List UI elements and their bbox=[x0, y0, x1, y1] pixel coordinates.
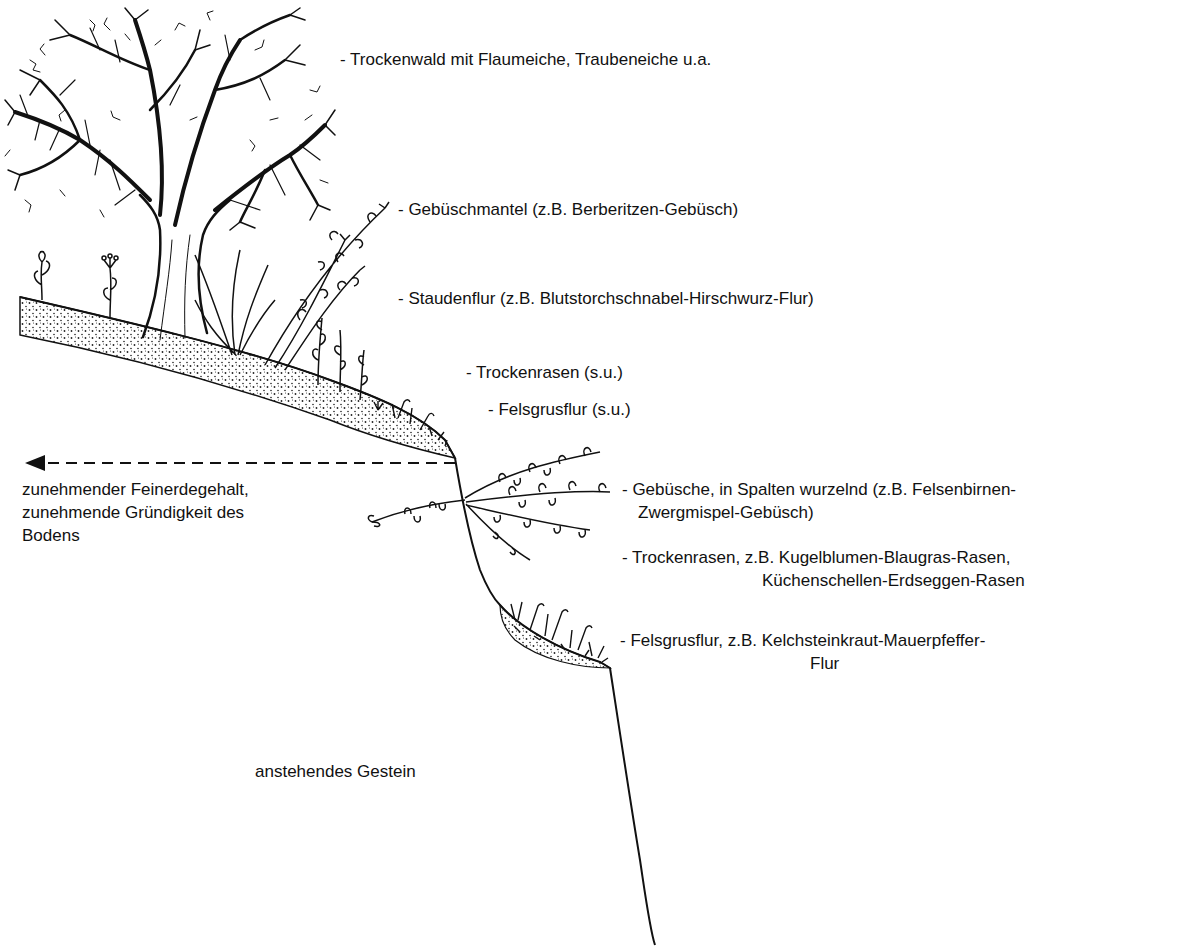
rock-pear-shrub bbox=[368, 448, 610, 560]
ledge-soil bbox=[500, 605, 610, 668]
rock-debris-label: - Felsgrusflur (s.u.) bbox=[488, 398, 631, 421]
oak-tree bbox=[5, 8, 335, 340]
forest-label: - Trockenwald mit Flaumeiche, Traubeneic… bbox=[340, 48, 711, 71]
grassland-label: - Trockenrasen, z.B. Kugelblumen-Blaugra… bbox=[622, 546, 1107, 592]
rock-debris-label: - Felsgrusflur, z.B. Kelchsteinkraut-Mau… bbox=[620, 629, 1010, 675]
herb-fringe-label: - Staudenflur (z.B. Blutstorchschnabel-H… bbox=[398, 287, 814, 310]
barberry-shrub bbox=[265, 202, 389, 400]
grassland-label: - Trockenrasen (s.u.) bbox=[466, 361, 623, 384]
herb-plants bbox=[35, 252, 118, 318]
crevice-shrub-label: - Gebüsche, in Spalten wurzelnd (z.B. Fe… bbox=[622, 478, 1018, 524]
soil-band bbox=[20, 297, 455, 458]
sedge-tuft bbox=[195, 250, 275, 355]
soil-gradient-note: zunehmender Feinerdegehalt, zunehmende G… bbox=[22, 478, 284, 547]
shrub-mantle-label: - Gebüschmantel (z.B. Berberitzen-Gebüsc… bbox=[398, 198, 738, 221]
gradient-arrow bbox=[40, 462, 455, 464]
bedrock-label: anstehendes Gestein bbox=[255, 760, 416, 783]
grass-tufts bbox=[374, 400, 608, 662]
